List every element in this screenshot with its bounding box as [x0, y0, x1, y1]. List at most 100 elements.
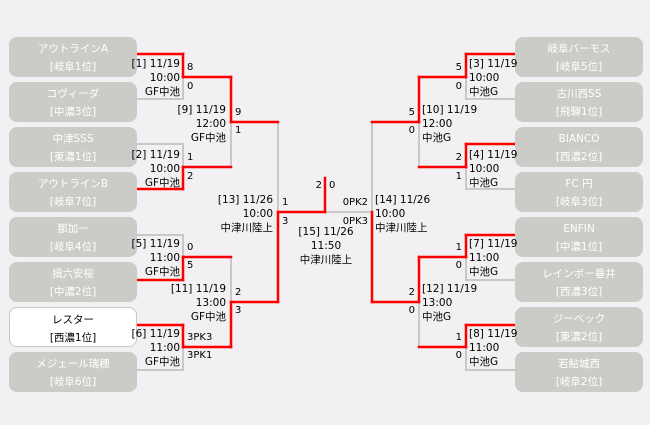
match-label: [9] 11/19: [177, 104, 226, 116]
score: 0: [408, 305, 415, 316]
team-left-3: 中津SSS [東濃1位]: [9, 127, 137, 167]
team-left-4: アウトラインB [岐阜7位]: [9, 172, 137, 212]
match-venue: GF中池: [144, 177, 180, 189]
match-venue: 中池G: [469, 177, 499, 189]
team-rank: [飛騨1位]: [555, 106, 603, 118]
score: 0: [455, 260, 462, 271]
team-rank: [中濃1位]: [555, 241, 603, 253]
score: 3PK3: [187, 332, 213, 343]
match-time: 10:00: [149, 72, 180, 84]
match-label: [15] 11/26: [298, 226, 354, 238]
score: 2: [455, 152, 462, 163]
match-label: [12] 11/19: [422, 283, 478, 295]
match-venue: GF中池: [144, 86, 180, 98]
score: 1: [455, 332, 462, 343]
team-name: メジェール瑞穂: [36, 358, 110, 370]
match-time: 13:00: [422, 297, 453, 309]
match-time: 12:00: [422, 118, 453, 130]
match-label: [13] 11/26: [217, 194, 273, 206]
score: 3: [235, 305, 242, 316]
score: 0: [455, 81, 462, 92]
score: 3PK1: [187, 350, 213, 361]
team-right-3: BIANCO[西濃2位]: [515, 127, 643, 167]
match-venue: GF中池: [144, 266, 180, 278]
final-score-right: 0: [329, 180, 336, 191]
score: 8: [187, 62, 194, 73]
score: 0PK2: [342, 197, 368, 208]
score: 2: [235, 287, 242, 298]
team-rank: [岐阜5位]: [555, 61, 603, 73]
match-info-10: [10] 11/19 12:00 中池G: [422, 103, 477, 145]
team-rank: [岐阜6位]: [49, 376, 97, 388]
team-name: 那加一: [57, 223, 89, 235]
team-rank: [岐阜4位]: [49, 241, 97, 253]
team-rank: [岐阜1位]: [49, 61, 97, 73]
match-label: [4] 11/19: [469, 149, 518, 161]
team-right-8: 若鮎城西[岐阜2位]: [515, 352, 643, 392]
score: 2: [187, 171, 194, 182]
match-time: 13:00: [195, 297, 226, 309]
match-label: [8] 11/19: [469, 328, 518, 340]
match-time: 11:00: [469, 252, 500, 264]
match-venue: 中津川陸上: [299, 254, 353, 266]
match-venue: 中池G: [422, 311, 452, 323]
score: 1: [282, 197, 289, 208]
match-time: 10:00: [469, 72, 500, 84]
match-label: [3] 11/19: [469, 58, 518, 70]
team-right-4: FC 円[岐阜3位]: [515, 172, 643, 212]
match-label: [7] 11/19: [469, 238, 518, 250]
team-right-6: レインボー垂井 [西濃3位]: [515, 262, 643, 302]
team-rank: [西濃3位]: [555, 286, 603, 298]
score: 9: [235, 107, 242, 118]
team-rank: [東濃1位]: [49, 151, 97, 163]
team-left-6: 揖六安桜[中濃2位]: [9, 262, 137, 302]
team-right-7: ジーベック[東濃2位]: [515, 307, 643, 347]
match-venue: GF中池: [190, 311, 226, 323]
team-right-2: 古川西SS [飛騨1位]: [515, 82, 643, 122]
team-rank: [岐阜7位]: [49, 196, 97, 208]
team-rank: [岐阜3位]: [555, 196, 603, 208]
team-name: レスター: [52, 314, 94, 326]
match-time: 11:00: [149, 252, 180, 264]
match-label: [10] 11/19: [422, 104, 478, 116]
team-name: レインボー垂井: [542, 268, 616, 280]
match-time: 12:00: [195, 118, 226, 130]
team-left-1: アウトラインA[岐阜1位]: [9, 37, 137, 77]
team-name: 中津SSS: [52, 133, 94, 145]
score: 0: [455, 350, 462, 361]
team-rank: [岐阜2位]: [555, 376, 603, 388]
match-label: [1] 11/19: [131, 58, 180, 70]
team-rank: [中濃3位]: [49, 106, 97, 118]
score: 5: [455, 62, 462, 73]
team-name: ENFIN: [563, 223, 595, 235]
score: 3: [282, 216, 289, 227]
team-left-2: コヴィーダ[中濃3位]: [9, 82, 137, 122]
match-venue: 中津川陸上: [375, 222, 428, 234]
team-name: アウトラインB: [37, 178, 109, 190]
match-label: [6] 11/19: [131, 328, 180, 340]
match-label: [11] 11/19: [170, 283, 226, 295]
match-venue: 中池G: [422, 132, 452, 144]
team-rank: [西濃2位]: [555, 151, 603, 163]
match-label: [2] 11/19: [131, 149, 180, 161]
match-time: 10:00: [242, 208, 273, 220]
team-rank: [西濃1位]: [49, 332, 97, 344]
team-left-8: メジェール瑞穂 [岐阜6位]: [9, 352, 137, 392]
team-left-5: 那加一 [岐阜4位]: [9, 217, 137, 257]
team-name: 古川西SS: [556, 88, 602, 100]
match-venue: GF中池: [144, 356, 180, 368]
score: 0: [408, 125, 415, 136]
score: 1: [455, 171, 462, 182]
team-name: ジーベック: [552, 313, 606, 325]
